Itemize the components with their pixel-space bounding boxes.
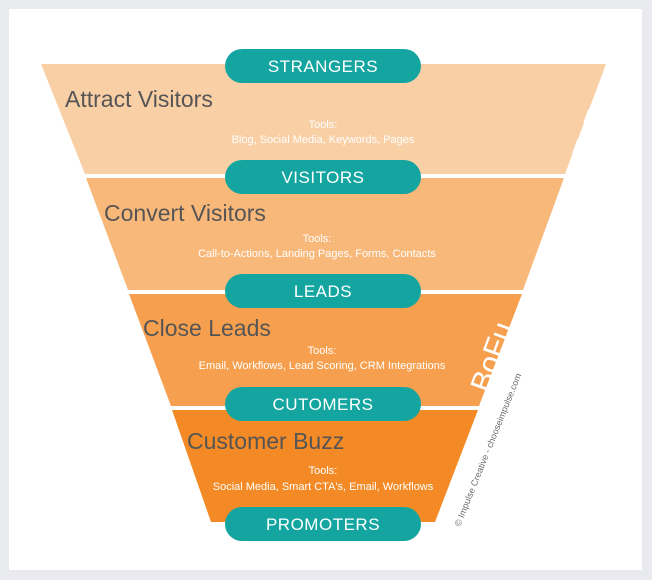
pill-visitors-label: VISITORS <box>281 168 364 187</box>
pill-leads-label: LEADS <box>294 282 352 301</box>
funnel-band-customer <box>172 410 478 522</box>
pill-promoters: PROMOTERS <box>225 507 421 541</box>
pill-strangers-label: STRANGERS <box>268 57 378 76</box>
funnel-band-tofu <box>41 64 606 174</box>
stage-tools-label-close: Tools: <box>308 345 337 357</box>
stage-title-close: Close Leads <box>143 315 271 341</box>
pill-promoters-label: PROMOTERS <box>266 515 380 534</box>
stage-tools-customer: Social Media, Smart CTA's, Email, Workfl… <box>213 481 434 493</box>
stage-tools-attract: Blog, Social Media, Keywords, Pages <box>232 134 415 146</box>
stage-tools-close: Email, Workflows, Lead Scoring, CRM Inte… <box>199 360 446 372</box>
stage-tools-convert: Call-to-Actions, Landing Pages, Forms, C… <box>198 248 436 260</box>
pill-customers: CUTOMERS <box>225 387 421 421</box>
pill-customers-label: CUTOMERS <box>273 395 374 414</box>
funnel-band-bofu <box>129 294 522 406</box>
stage-tools-label-customer: Tools: <box>309 465 338 477</box>
stage-tools-label-attract: Tools: <box>309 119 338 131</box>
stage-title-convert: Convert Visitors <box>104 200 266 226</box>
pill-strangers: STRANGERS <box>225 49 421 83</box>
funnel-band-mofu <box>86 178 564 290</box>
pill-leads: LEADS <box>225 274 421 308</box>
stage-title-attract: Attract Visitors <box>65 86 213 112</box>
stage-tools-label-convert: Tools: <box>303 233 332 245</box>
pill-visitors: VISITORS <box>225 160 421 194</box>
stage-title-customer-buzz: Customer Buzz <box>187 428 344 454</box>
